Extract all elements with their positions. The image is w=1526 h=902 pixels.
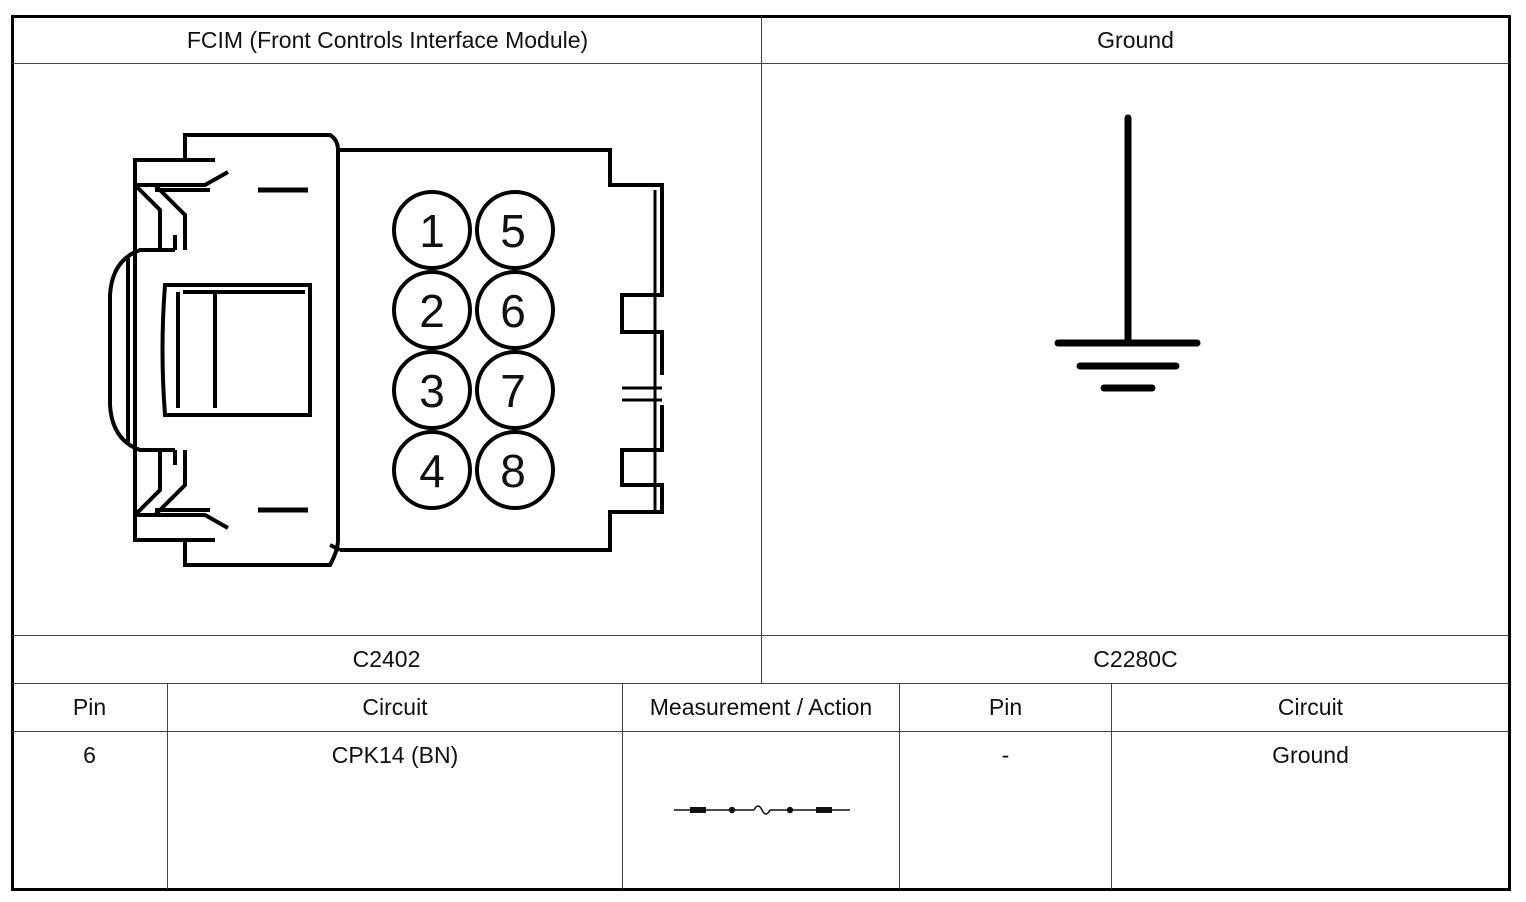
pin-number: 1 (419, 205, 445, 257)
divider-table-body (12, 731, 1509, 732)
connector-face-diagram: 1 2 3 4 5 6 7 8 (108, 133, 664, 567)
pin-cavity-7 (475, 350, 555, 430)
pin-number: 7 (500, 365, 526, 417)
component-title: FCIM (Front Controls Interface Module) (186, 27, 589, 53)
keyway-mark (258, 187, 308, 513)
pin-number: 2 (419, 285, 445, 337)
divider-col-1 (167, 684, 168, 889)
column-header-pin: Pin (72, 694, 107, 720)
housing-detail (133, 183, 162, 517)
latch-tab (108, 248, 175, 452)
connector-id-left: C2402 (352, 646, 421, 672)
pin-cavity-1 (392, 190, 472, 270)
column-header-circuit: Circuit (1277, 694, 1344, 720)
housing-detail (185, 158, 215, 542)
pin-cavity-4 (392, 430, 472, 510)
pin-cavity-3 (392, 350, 472, 430)
connector-body-right (340, 148, 664, 552)
table-cell-pin: 6 (83, 742, 96, 768)
housing-detail (155, 188, 210, 512)
pin-number: 8 (500, 445, 526, 497)
connector-id-right: C2280C (1093, 646, 1178, 672)
divider-col-4 (1111, 684, 1112, 889)
table-cell-circuit: CPK14 (BN) (331, 742, 459, 768)
housing-detail (153, 183, 187, 517)
divider-center (761, 16, 762, 684)
body-detail (329, 543, 341, 552)
column-header-measurement: Measurement / Action (649, 694, 873, 720)
pin-number: 6 (500, 285, 526, 337)
table-cell-pin: - (1001, 742, 1010, 768)
pin-number: 5 (500, 205, 526, 257)
column-header-pin: Pin (988, 694, 1023, 720)
divider-col-3 (899, 684, 900, 889)
table-cell-circuit: Ground (1272, 742, 1349, 768)
divider-connector-ids (12, 635, 1509, 636)
pin-number: 3 (419, 365, 445, 417)
pin-cavity-5 (475, 190, 555, 270)
latch-window (160, 283, 312, 417)
divider-col-2 (622, 684, 623, 889)
divider-table-header (12, 683, 1509, 684)
resistance-measurement-icon (674, 805, 850, 815)
pin-number: 4 (419, 445, 445, 497)
pin-cavity-6 (475, 270, 555, 350)
column-header-circuit: Circuit (362, 694, 428, 720)
divider-header (12, 63, 1509, 64)
pin-cavity-2 (392, 270, 472, 350)
housing-detail (135, 170, 229, 530)
pin-cavity-8 (475, 430, 555, 510)
connector-housing-left (133, 133, 340, 567)
ground-title: Ground (1097, 27, 1174, 53)
latch-detail (176, 290, 305, 408)
